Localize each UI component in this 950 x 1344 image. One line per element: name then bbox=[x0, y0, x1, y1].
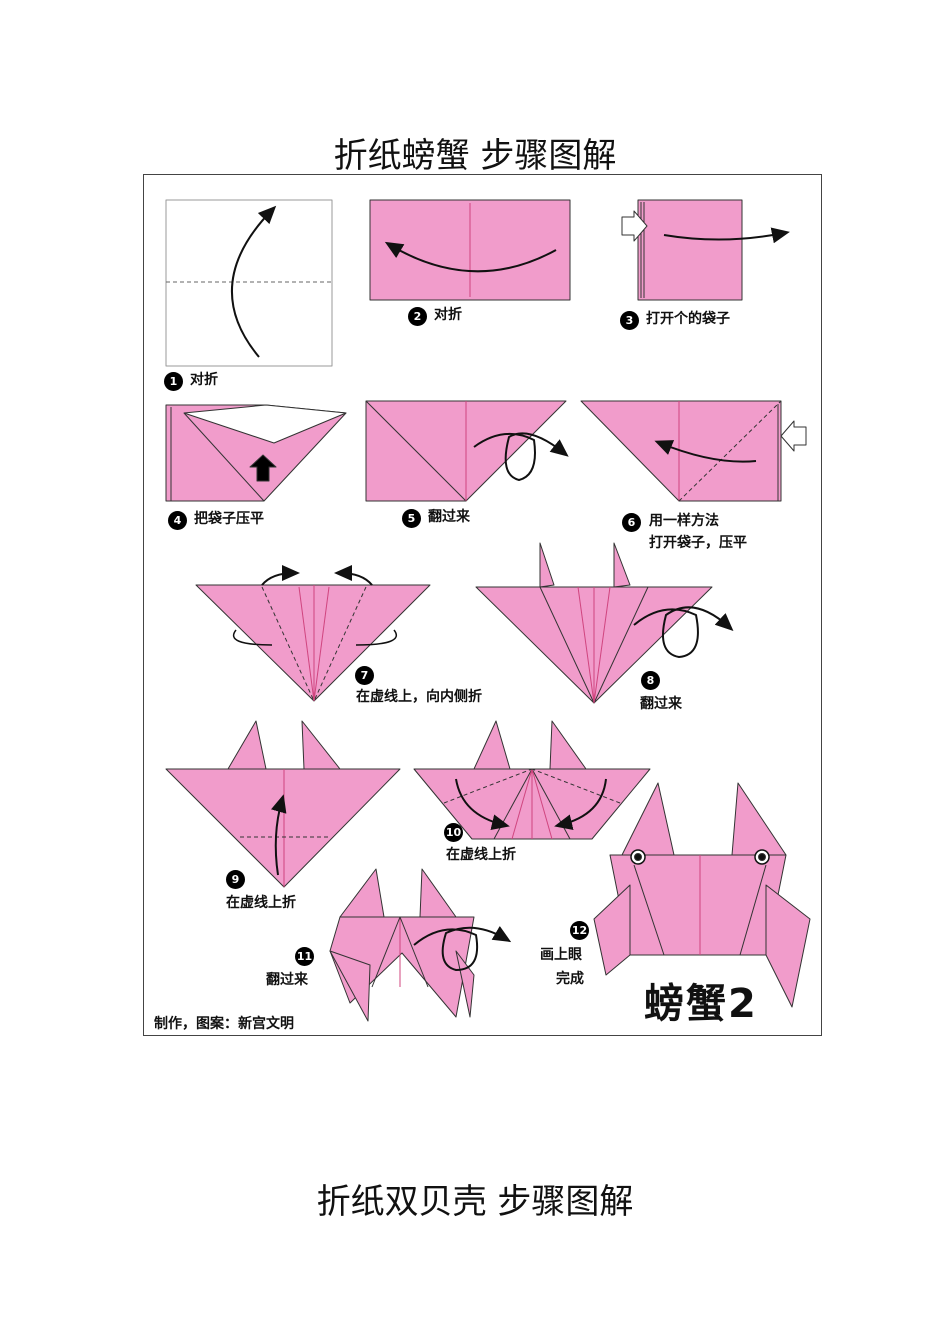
step4-figure bbox=[165, 404, 347, 502]
step-number-4: 4 bbox=[168, 511, 187, 530]
step-caption-2: 对折 bbox=[434, 307, 462, 323]
step1-figure bbox=[165, 199, 333, 367]
page-title-shell: 折纸双贝壳 步骤图解 bbox=[316, 1182, 634, 1222]
step-caption-7: 在虚线上，向内侧折 bbox=[356, 689, 482, 705]
step-caption-12b: 完成 bbox=[556, 971, 584, 987]
step-caption-6: 用一样方法 bbox=[649, 513, 719, 529]
step-caption-4: 把袋子压平 bbox=[194, 511, 264, 527]
step-number-2: 2 bbox=[408, 307, 427, 326]
step-number-5: 5 bbox=[402, 509, 421, 528]
step-caption-10: 在虚线上折 bbox=[446, 847, 516, 863]
step8-figure bbox=[475, 542, 734, 704]
step3-figure bbox=[621, 199, 790, 301]
step7-figure bbox=[195, 565, 431, 702]
step-number-9: 9 bbox=[226, 870, 245, 889]
step-number-7: 7 bbox=[355, 666, 374, 685]
page-title-crab: 折纸螃蟹 步骤图解 bbox=[333, 136, 617, 176]
author-credit: 制作，图案：新宫文明 bbox=[154, 1016, 294, 1032]
step-number-10: 10 bbox=[444, 823, 463, 842]
step-caption-11: 翻过来 bbox=[266, 972, 308, 988]
step-caption-1: 对折 bbox=[190, 372, 218, 388]
step-number-12: 12 bbox=[570, 921, 589, 940]
step9-figure bbox=[165, 720, 401, 888]
step-caption-9: 在虚线上折 bbox=[226, 895, 296, 911]
step-caption-5: 翻过来 bbox=[428, 509, 470, 525]
step6-figure bbox=[580, 400, 807, 502]
step10-figure bbox=[413, 720, 651, 840]
diagram-drawing bbox=[165, 199, 811, 1022]
step5-figure bbox=[365, 400, 569, 502]
step-caption-8: 翻过来 bbox=[640, 696, 682, 712]
step-number-11: 11 bbox=[295, 947, 314, 966]
step-caption-6b: 打开袋子，压平 bbox=[649, 535, 747, 551]
step2-figure bbox=[369, 199, 571, 301]
step-caption-12: 画上眼 bbox=[540, 947, 582, 963]
crab-brand-label: 螃蟹2 bbox=[644, 981, 758, 1027]
step12-figure bbox=[593, 782, 811, 1008]
step-number-3: 3 bbox=[620, 311, 639, 330]
step-caption-3: 打开个的袋子 bbox=[646, 311, 730, 327]
step-number-8: 8 bbox=[641, 671, 660, 690]
origami-crab-diagram: 1 对折 2 对折 3 打开个的袋子 4 把袋子压平 5 翻过来 6 用一样方法… bbox=[143, 174, 822, 1036]
step-number-1: 1 bbox=[164, 372, 183, 391]
step11-figure bbox=[329, 868, 512, 1022]
step-number-6: 6 bbox=[622, 513, 641, 532]
